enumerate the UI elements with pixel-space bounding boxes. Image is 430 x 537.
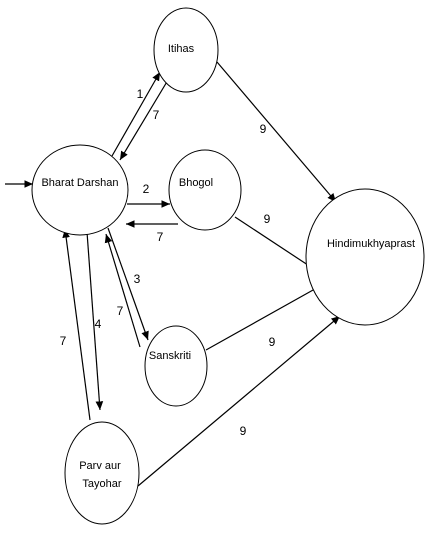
edge-sanskriti-to-hindimukhyaprast [205,284,323,351]
node-sanskriti [144,325,208,407]
weight-bharat-darshan-to-bhogol: 2 [143,182,150,196]
edge-parv-aur-tayohar-to-bharat-darshan [62,228,91,421]
edge-itihas-to-hindimukhyaprast [216,61,337,203]
weight-itihas-to-hindimukhyaprast: 9 [260,122,267,136]
label-bhogol: Bhogol [179,177,213,189]
node-itihas [153,7,219,93]
edge-itihas-to-bharat-darshan [119,79,169,161]
label-bharat-darshan: Bharat Darshan [41,177,118,189]
weight-bharat-darshan-to-itihas: 1 [137,87,144,101]
label-parv-aur-tayohar-line2: Tayohar [82,478,121,490]
edge-parv-aur-tayohar-to-hindimukhyaprast [137,315,341,487]
label-itihas: Itihas [168,43,195,55]
weight-bharat-darshan-to-sanskriti: 3 [134,272,141,286]
label-sanskriti: Sanskriti [149,350,191,362]
edge-bharat-darshan-to-sanskriti [107,227,149,341]
label-parv-aur-tayohar-line1: Parv aur [79,460,121,472]
node-parv-aur-tayohar [64,421,140,525]
edge-bharat-darshan-to-parv-aur-tayohar [86,231,104,411]
weight-sanskriti-to-hindimukhyaprast: 9 [269,335,276,349]
weight-bhogol-to-hindimukhyaprast: 9 [264,212,271,226]
weight-bhogol-to-bharat-darshan: 7 [157,230,164,244]
weight-parv-aur-tayohar-to-bharat-darshan: 7 [60,334,67,348]
label-hindimukhyaprast: Hindimukhyaprast [327,238,415,250]
edge-sanskriti-to-bharat-darshan [104,233,141,348]
weight-parv-aur-tayohar-to-hindimukhyaprast: 9 [240,424,247,438]
node-bharat-darshan [31,144,129,236]
weight-itihas-to-bharat-darshan: 7 [153,108,160,122]
weight-bharat-darshan-to-parv-aur-tayohar: 4 [95,317,102,331]
weight-sanskriti-to-bharat-darshan: 7 [117,304,124,318]
node-hindimukhyaprast [305,188,425,326]
edge-bharat-darshan-to-itihas [111,71,161,157]
node-bhogol [168,149,242,231]
